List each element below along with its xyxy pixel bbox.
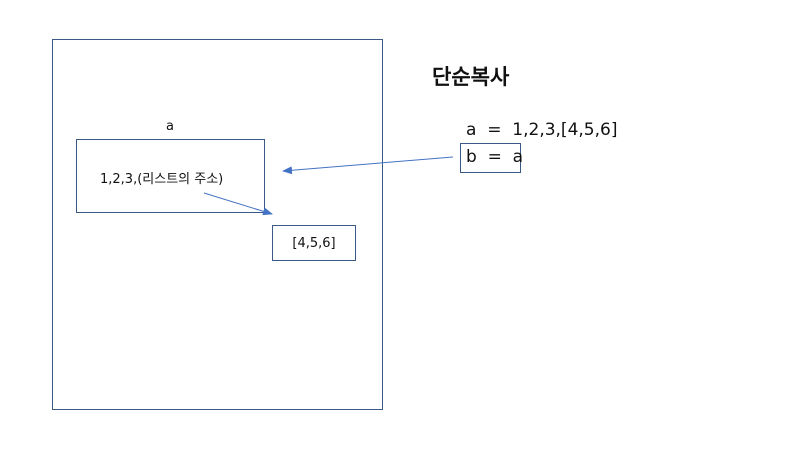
memory-region <box>52 39 383 410</box>
page-title: 단순복사 <box>432 65 510 89</box>
code-line-a: a = 1,2,3,[4,5,6] <box>466 120 618 140</box>
sublist-box: [4,5,6] <box>272 225 356 261</box>
sublist-contents: [4,5,6] <box>292 235 336 251</box>
list-a-contents: 1,2,3,(리스트의 주소) <box>100 172 224 187</box>
code-line-b: b = a <box>460 143 523 173</box>
list-a-box <box>76 139 265 213</box>
variable-a-label: a <box>166 119 174 134</box>
